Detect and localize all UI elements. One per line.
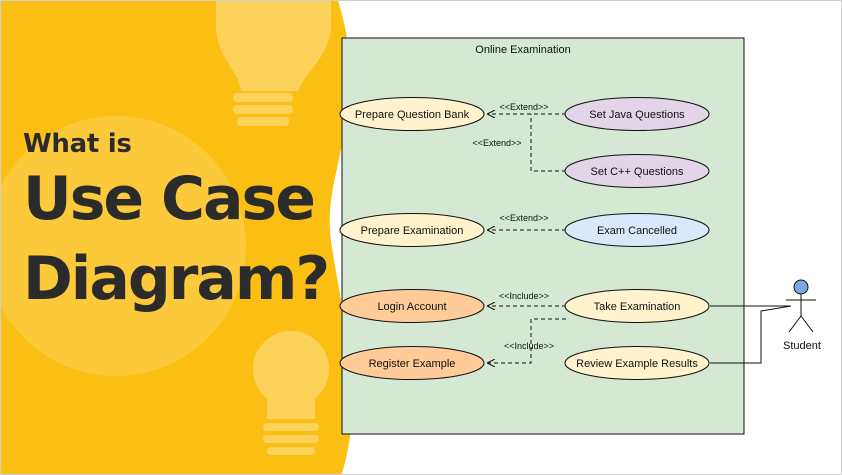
usecase-label: Take Examination: [594, 301, 681, 313]
system-title: Online Examination: [475, 44, 570, 56]
usecase-login-account[interactable]: Login Account: [339, 289, 485, 323]
actor-label: Student: [783, 340, 821, 352]
hero-panel: [1, 1, 353, 474]
usecase-label: Exam Cancelled: [597, 225, 677, 237]
extend-cancel-label: <<Extend>>: [499, 213, 548, 223]
usecase-label: Set Java Questions: [589, 109, 685, 121]
usecase-label: Register Example: [369, 358, 456, 370]
student-actor-icon[interactable]: [786, 279, 816, 333]
lightbulb-top-icon: [216, 1, 331, 126]
hero-title-line1: Use Case: [23, 164, 316, 234]
include-login-label: <<Include>>: [499, 291, 549, 301]
lightbulb-large-icon: [1, 116, 246, 376]
include-register-line: [488, 318, 566, 363]
extend-cpp-line: [530, 114, 566, 172]
usecase-take-examination[interactable]: Take Examination: [564, 289, 710, 323]
association-review-results: [710, 305, 792, 364]
usecase-label: Set C++ Questions: [591, 166, 684, 178]
usecase-review-example-results[interactable]: Review Example Results: [564, 346, 710, 380]
usecase-set-java-questions[interactable]: Set Java Questions: [564, 97, 710, 131]
extend-java-label: <<Extend>>: [499, 102, 548, 112]
usecase-prepare-examination[interactable]: Prepare Examination: [339, 213, 485, 247]
usecase-label: Review Example Results: [576, 358, 698, 370]
usecase-label: Prepare Examination: [361, 225, 464, 237]
lightbulb-bottom-icon: [253, 331, 329, 455]
usecase-exam-cancelled[interactable]: Exam Cancelled: [564, 213, 710, 247]
hero-subtitle: What is: [23, 129, 132, 159]
extend-cpp-label: <<Extend>>: [472, 138, 521, 148]
usecase-register-example[interactable]: Register Example: [339, 346, 485, 380]
usecase-set-cpp-questions[interactable]: Set C++ Questions: [564, 154, 710, 188]
hero-title-line2: Diagram?: [23, 244, 330, 314]
usecase-label: Login Account: [377, 301, 446, 313]
usecase-prepare-question-bank[interactable]: Prepare Question Bank: [339, 97, 485, 131]
include-register-label: <<Include>>: [504, 341, 554, 351]
usecase-label: Prepare Question Bank: [355, 109, 470, 121]
